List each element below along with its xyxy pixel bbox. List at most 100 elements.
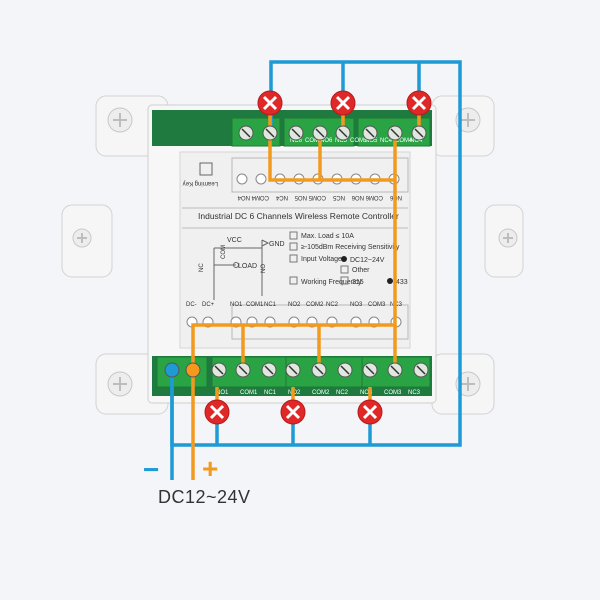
terminal-screw-icon — [238, 125, 254, 141]
spec-freq-315: 315 — [352, 279, 364, 286]
power-plus-label: + — [202, 453, 219, 484]
bottom-label-nc1: NC1 — [264, 302, 277, 308]
lamp-icon — [330, 90, 356, 116]
pcb-label: NO6 — [320, 138, 333, 144]
bottom-label-dc: DC+ — [202, 302, 215, 308]
lamp-icon — [406, 90, 432, 116]
schematic-no: NO — [261, 264, 267, 273]
terminal-screw-icon — [413, 362, 429, 378]
schematic-nc: NC — [199, 263, 205, 272]
screw-icon — [72, 228, 92, 248]
lamp-icon — [357, 399, 383, 425]
learning-key-button — [199, 162, 213, 176]
terminal-screw-icon — [285, 362, 301, 378]
lamp-icon — [257, 90, 283, 116]
screw-icon — [455, 107, 481, 133]
checkbox-icon — [289, 254, 298, 263]
pcb-label: COM6 — [305, 138, 323, 144]
pcb-label: COM1 — [240, 390, 258, 396]
checkbox-icon — [289, 242, 298, 251]
terminal-screw-icon — [261, 362, 277, 378]
radio-selected-icon — [341, 256, 347, 262]
terminal-screw-icon — [337, 362, 353, 378]
schematic-load: LOAD — [238, 263, 257, 270]
terminal-screw-icon — [164, 362, 180, 378]
pcb-label: NC2 — [336, 390, 349, 396]
lamp-icon — [280, 399, 306, 425]
spec-sensitivity: ≥-105dBm Receiving Sensitivity — [301, 244, 400, 251]
bottom-label-no1: NO1 — [230, 302, 243, 308]
bottom-label-com1: COM1 — [246, 302, 264, 308]
checkbox-icon — [289, 276, 298, 285]
pcb-label: NC5 — [335, 138, 348, 144]
terminal-screw-icon — [311, 362, 327, 378]
pcb-label: COM4 — [395, 138, 413, 144]
top-label-com6: COM6 — [365, 194, 383, 200]
relay-schematic — [213, 239, 270, 300]
spec-input-voltage-value: DC12~24V — [350, 257, 385, 264]
learning-key-label: Learning Key — [183, 180, 218, 186]
terminal-screw-icon — [262, 125, 278, 141]
schematic-vcc: VCC — [227, 237, 242, 244]
bottom-label-no3: NO3 — [350, 302, 363, 308]
spec-other: Other — [352, 267, 370, 274]
checkbox-icon — [289, 231, 298, 240]
bottom-label-dc: DC- — [186, 302, 197, 308]
spec-freq-433: 433 — [396, 279, 408, 286]
terminal-screw-icon — [185, 362, 201, 378]
top-label-com5: COM5 — [308, 194, 326, 200]
pcb-label: NC4 — [380, 138, 393, 144]
power-minus-label: − — [143, 454, 160, 485]
pcb-label: NO3 — [360, 390, 373, 396]
power-voltage-label: DC12~24V — [158, 487, 251, 507]
board-title: Industrial DC 6 Channels Wireless Remote… — [198, 211, 399, 221]
top-label-no4: NO4 — [237, 194, 250, 200]
pcb-label: NO5 — [365, 138, 378, 144]
radio-selected-icon — [387, 278, 393, 284]
screw-icon — [255, 173, 267, 185]
pcb-label: COM2 — [312, 390, 330, 396]
top-label-nc4: NC4 — [275, 194, 288, 200]
lamps — [204, 90, 432, 425]
bottom-label-com2: COM2 — [306, 302, 324, 308]
terminal-screw-icon — [411, 125, 427, 141]
spec-max-load: Max. Load ≤ 10A — [301, 233, 354, 240]
bottom-label-no2: NO2 — [288, 302, 301, 308]
screw-icon — [498, 228, 518, 248]
terminal-screw-icon — [362, 362, 378, 378]
pcb-label: NC6 — [290, 138, 303, 144]
checkbox-icon — [340, 276, 349, 285]
top-label-no6: NO6 — [351, 194, 364, 200]
bottom-label-nc2: NC2 — [326, 302, 339, 308]
schematic-com: COM — [221, 245, 227, 259]
pcb-label: COM3 — [384, 390, 402, 396]
top-label-no5: NO5 — [294, 194, 307, 200]
terminal-screw-icon — [312, 125, 328, 141]
terminal-screw-icon — [288, 125, 304, 141]
screw-icon — [236, 173, 248, 185]
pcb-label: NO4 — [410, 138, 423, 144]
terminal-screws — [164, 125, 429, 378]
screw-icon — [107, 371, 133, 397]
screw-icon — [455, 371, 481, 397]
checkbox-icon — [340, 265, 349, 274]
lamp-icon — [204, 399, 230, 425]
pcb-label: NO1 — [216, 390, 229, 396]
terminal-screw-icon — [362, 125, 378, 141]
terminal-screw-icon — [387, 362, 403, 378]
screw-icon — [107, 107, 133, 133]
top-label-com4: COM4 — [251, 194, 269, 200]
pcb-label: COM5 — [350, 138, 368, 144]
terminal-screw-icon — [211, 362, 227, 378]
pcb-label: NC1 — [264, 390, 277, 396]
terminal-screw-icon — [235, 362, 251, 378]
terminal-screw-icon — [335, 125, 351, 141]
pcb-label: NC3 — [408, 390, 421, 396]
top-label-nc5: NC5 — [332, 194, 345, 200]
bottom-label-com3: COM3 — [368, 302, 386, 308]
spec-working-frequency: Working Frequency — [301, 279, 362, 286]
